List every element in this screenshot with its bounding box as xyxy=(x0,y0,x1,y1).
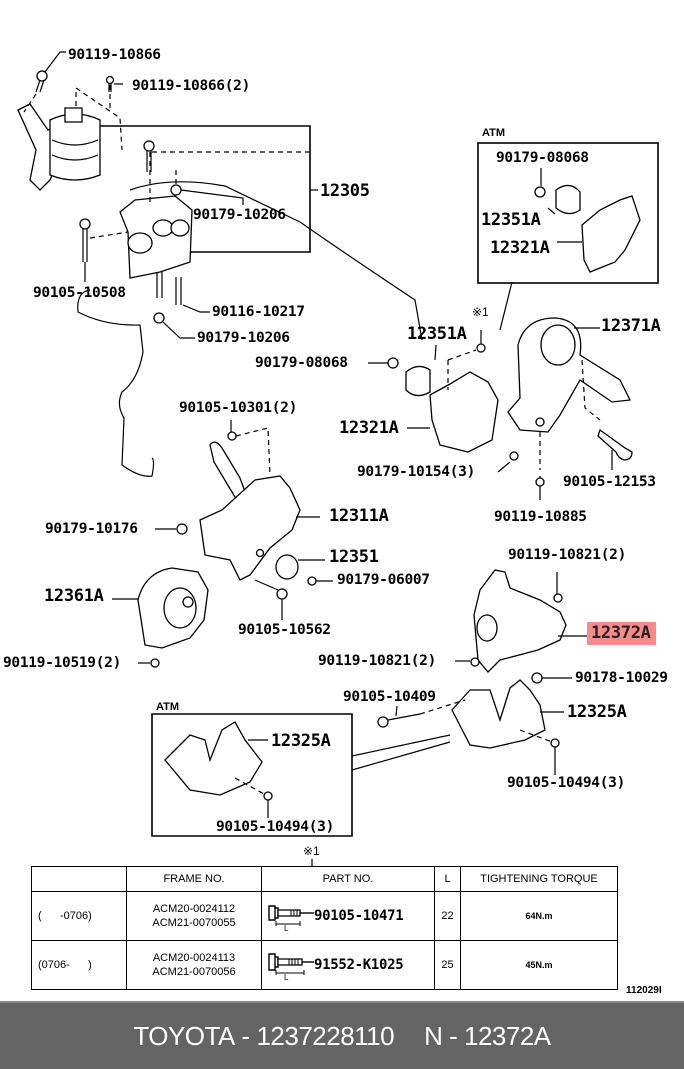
label-12325A: 12325A xyxy=(567,702,627,722)
bracket-12305 xyxy=(119,140,423,341)
bracket-12325A xyxy=(377,672,572,775)
footer-separator: - xyxy=(234,1020,257,1051)
label-90105-10562: 90105-10562 xyxy=(238,622,331,638)
header-tightening-torque: TIGHTENING TORQUE xyxy=(460,866,618,892)
label-atm-upper: ATM xyxy=(482,127,506,139)
frame-no-line: ACM21-0070055 xyxy=(152,917,236,929)
engine-outline xyxy=(77,289,155,477)
bolt-length-label: L xyxy=(284,924,289,931)
label-90179-10176: 90179-10176 xyxy=(45,521,138,537)
part-number[interactable]: 91552-K1025 xyxy=(314,957,404,973)
label-12321A: 12321A xyxy=(339,418,399,438)
label-90116-10217: 90116-10217 xyxy=(212,304,305,320)
header-l: L xyxy=(434,866,461,892)
label-90105-10494-3: 90105-10494(3) xyxy=(507,775,626,791)
table-reference-mark-1: ※1 xyxy=(303,844,320,858)
table-row: (0706- ) ACM20-0024113 ACM21-0070056 L 9 xyxy=(31,940,618,990)
label-90179-10154-3: 90179-10154(3) xyxy=(357,464,476,480)
drawing-id: 112029I xyxy=(626,985,662,996)
label-90179-10206-lower: 90179-10206 xyxy=(197,330,290,346)
mount-12371A xyxy=(507,317,633,500)
label-atm-90179-08068: 90179-08068 xyxy=(496,150,589,166)
label-90119-10821-2-top: 90119-10821(2) xyxy=(508,547,627,563)
label-90179-10206-upper: 90179-10206 xyxy=(193,207,286,223)
header-frame-no: FRAME NO. xyxy=(126,866,262,892)
cell-part-no: L 91552-K1025 xyxy=(261,940,435,990)
label-12351: 12351 xyxy=(329,547,379,567)
cell-frame-no: ACM20-0024112 ACM21-0070055 xyxy=(126,891,262,941)
footer-part-number: 1237228110 xyxy=(256,1020,395,1051)
label-90179-06007: 90179-06007 xyxy=(337,572,430,588)
reference-mark-1: ※1 xyxy=(472,305,489,319)
tightening-spec-table: FRAME NO. PART NO. L TIGHTENING TORQUE (… xyxy=(31,866,618,990)
label-12372A-highlighted[interactable]: 12372A xyxy=(587,622,656,645)
frame-no-line: ACM20-0024113 xyxy=(152,952,236,964)
header-range xyxy=(31,866,127,892)
label-90119-10866-2: 90119-10866(2) xyxy=(132,78,251,94)
label-90119-10885: 90119-10885 xyxy=(494,509,587,525)
flange-bolt-icon: L xyxy=(268,905,314,931)
cell-torque: 45N.m xyxy=(460,940,618,990)
cell-torque: 64N.m xyxy=(460,891,618,941)
label-atm-12321A: 12321A xyxy=(490,238,550,258)
label-12311A: 12311A xyxy=(329,506,389,526)
bolt-90105-10508 xyxy=(79,218,129,282)
label-atm-12325A: 12325A xyxy=(271,731,331,751)
mount-12361A xyxy=(112,567,209,668)
atm-box-upper xyxy=(477,142,659,331)
bolt-length-label: L xyxy=(284,973,289,980)
label-atm-lower: ATM xyxy=(156,701,180,713)
frame-no-line: ACM20-0024112 xyxy=(152,903,236,915)
bolt-90119-10866 xyxy=(23,51,66,113)
cell-frame-no: ACM20-0024113 ACM21-0070056 xyxy=(126,940,262,990)
engine-mount-upper-left xyxy=(17,85,123,191)
label-90119-10821-2-left: 90119-10821(2) xyxy=(318,653,437,669)
cell-range: (0706- ) xyxy=(31,940,127,990)
label-12361A: 12361A xyxy=(44,586,104,606)
label-90105-12153: 90105-12153 xyxy=(563,474,656,490)
cell-length: 22 xyxy=(434,891,461,941)
mount-12372A xyxy=(455,569,590,673)
label-90119-10866: 90119-10866 xyxy=(68,47,161,63)
atm-box-lower xyxy=(151,713,451,837)
flange-bolt-icon: L xyxy=(268,953,314,980)
nut-90179-10206 xyxy=(153,312,195,339)
stud-90116-10217 xyxy=(156,272,210,313)
bushing-12351 xyxy=(254,554,333,620)
label-90105-10508: 90105-10508 xyxy=(33,285,126,301)
label-12305: 12305 xyxy=(320,181,370,201)
cell-range: ( -0706) xyxy=(31,891,127,941)
label-12351A: 12351A xyxy=(407,324,467,344)
label-90179-08068: 90179-08068 xyxy=(255,355,348,371)
parts-diagram xyxy=(17,51,659,866)
footer-brand: TOYOTA xyxy=(133,1020,235,1051)
footer-ref-prefix: N xyxy=(424,1020,443,1051)
label-12371A: 12371A xyxy=(601,316,661,336)
label-90105-10301-2: 90105-10301(2) xyxy=(179,400,298,416)
group-box-12305 xyxy=(100,125,311,253)
frame-no-line: ACM21-0070056 xyxy=(152,966,236,978)
header-part-no: PART NO. xyxy=(261,866,435,892)
footer-separator: - xyxy=(442,1020,464,1051)
label-90178-10029: 90178-10029 xyxy=(575,670,668,686)
part-number[interactable]: 90105-10471 xyxy=(314,908,404,924)
mount-12321A xyxy=(368,330,519,473)
table-header-row: FRAME NO. PART NO. L TIGHTENING TORQUE xyxy=(31,866,618,892)
bolt-90119-10866-pair xyxy=(105,75,123,92)
label-atm-12351A: 12351A xyxy=(481,210,541,230)
footer-ref-code: 12372A xyxy=(464,1020,551,1051)
label-90119-10519-2: 90119-10519(2) xyxy=(3,655,122,671)
table-row: ( -0706) ACM20-0024112 ACM21-0070055 L 9 xyxy=(31,891,618,941)
footer-bar: TOYOTA - 1237228110 N - 12372A xyxy=(0,1001,684,1069)
bracket-12311A xyxy=(155,420,320,581)
label-90105-10409: 90105-10409 xyxy=(343,689,436,705)
label-atm-90105-10494-3: 90105-10494(3) xyxy=(216,819,335,835)
cell-part-no: L 90105-10471 xyxy=(261,891,435,941)
cell-length: 25 xyxy=(434,940,461,990)
